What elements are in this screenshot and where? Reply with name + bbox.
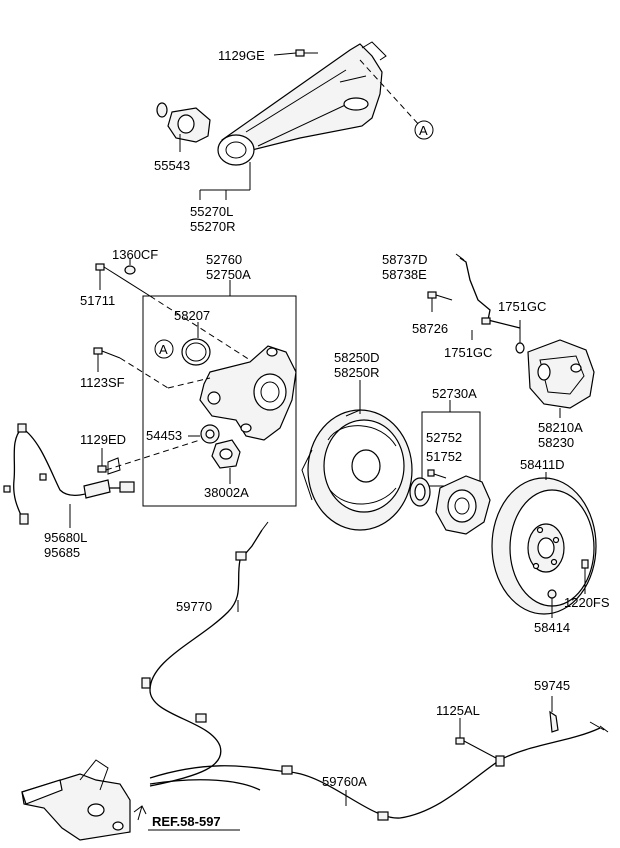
bolt-1129GE [295,49,318,57]
label-1360CF: 1360CF [112,247,158,262]
hub-bolt-52752 [427,469,447,479]
bolt-51711 [95,263,151,297]
label-58230: 58230 [538,435,574,450]
backing-plate-58250 [301,409,413,531]
nut-1360CF [124,265,136,275]
bushing-38002A [211,439,241,469]
label-55270L: 55270L [190,204,233,219]
brake-disc-58411D [491,477,597,615]
label-1125AL: 1125AL [436,703,480,718]
label-52760: 52760 [206,252,242,267]
ring-58207 [181,338,211,366]
bolt-1123SF [93,347,121,372]
label-1129ED: 1129ED [80,432,126,447]
abs-sensor-95680L [3,423,135,525]
label-54453: 54453 [146,428,182,443]
hub-52730A [435,475,491,535]
label-1220FS: 1220FS [564,595,610,610]
screw-58414 [547,589,557,618]
caliper-58210A [527,339,595,409]
label-58411D: 58411D [520,457,565,472]
label-58250R: 58250R [334,365,380,380]
bushing-55543 [156,102,211,143]
label-58207: 58207 [174,308,210,323]
brake-hose-58737D [455,253,521,329]
label-58250D: 58250D [334,350,380,365]
label-95685: 95685 [44,545,80,560]
label-59760A: 59760A [322,774,367,789]
label-38002A: 38002A [204,485,249,500]
parking-cable-59760A [149,721,609,821]
marker-a-knuckle: A [159,342,168,357]
label-95680L: 95680L [44,530,87,545]
washer-1751GC [471,320,525,354]
label-52730A: 52730A [432,386,477,401]
label-52750A: 52750A [206,267,251,282]
parking-cable-59770 [141,521,269,787]
label-58414: 58414 [534,620,570,635]
marker-a-top: A [419,123,428,138]
label-1123SF: 1123SF [80,375,125,390]
label-55543: 55543 [154,158,190,173]
label-59745: 59745 [534,678,570,693]
label-58737D: 58737D [382,252,428,267]
knuckle-group-frame [142,295,297,507]
label-51752: 51752 [426,449,462,464]
parking-brake-lever [21,759,131,841]
label-1751GC-a: 1751GC [498,299,546,314]
label-59770: 59770 [176,599,212,614]
bolt-1129ED [97,439,201,473]
label-1751GC-b: 1751GC [444,345,492,360]
label-58738E: 58738E [382,267,427,282]
label-ref-58-597: REF.58-597 [152,814,221,829]
bolt-1125AL [455,718,497,759]
bolt-1220FS [581,559,589,594]
label-1129GE: 1129GE [218,48,265,63]
label-55270R: 55270R [190,219,236,234]
label-58210A: 58210A [538,420,583,435]
knuckle-52750A [199,345,297,441]
label-51711: 51711 [80,293,115,308]
label-52752: 52752 [426,430,462,445]
bearing-ring-51752 [409,477,431,507]
bushing-54453 [200,424,220,444]
clip-59745 [549,696,559,733]
trailing-arm [217,41,387,166]
bolt-58726 [427,291,453,312]
label-58726: 58726 [412,321,448,336]
